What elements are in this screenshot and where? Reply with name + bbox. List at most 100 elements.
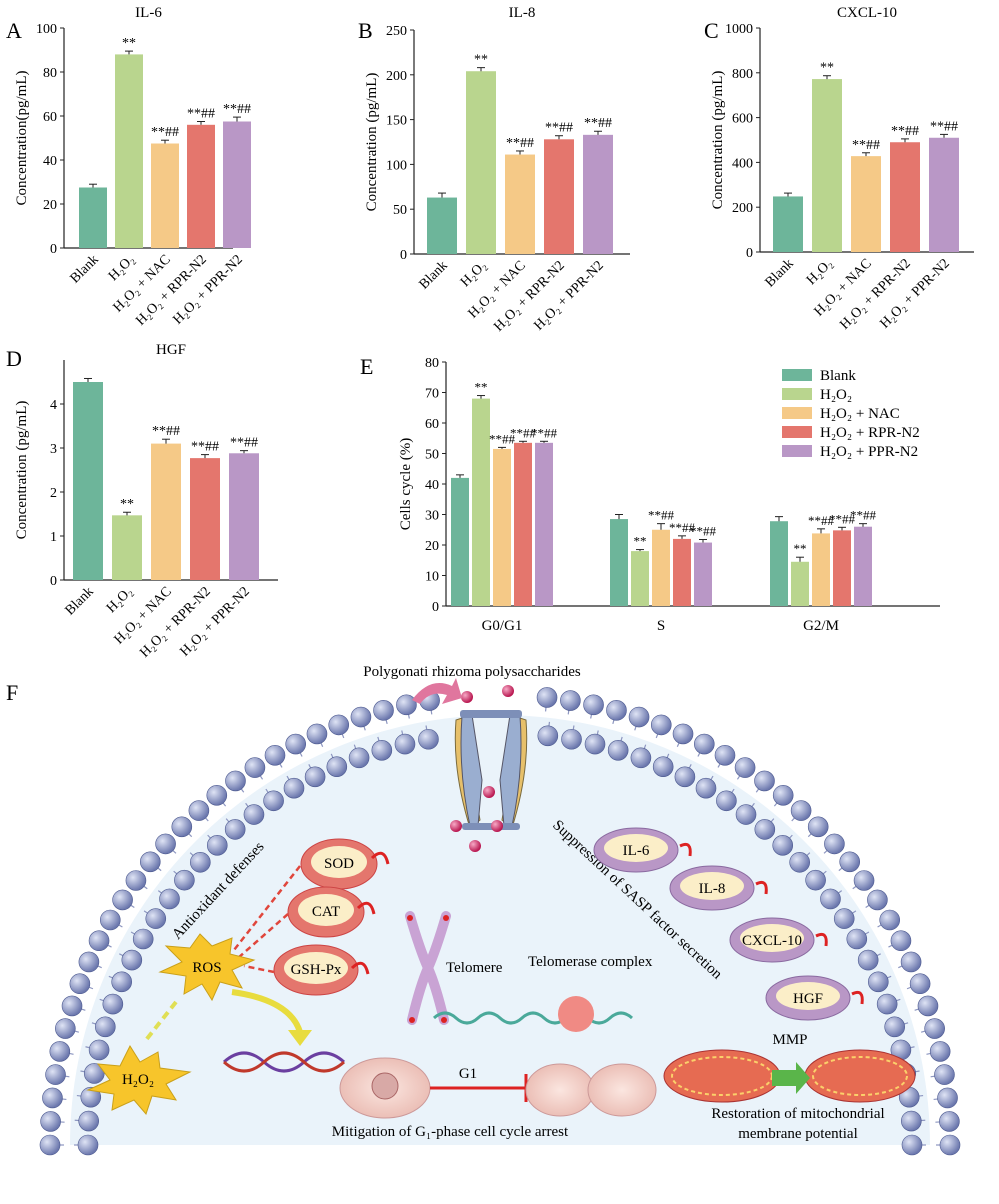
lipid-head — [283, 777, 305, 799]
lipid-head — [939, 1134, 961, 1156]
sasp-oval-inner — [680, 872, 744, 900]
y-tick-label: 800 — [732, 67, 753, 82]
y-tick-label: 20 — [425, 539, 439, 554]
lipid-head — [61, 995, 83, 1017]
lipid-head — [304, 766, 326, 788]
significance-label: **## — [930, 119, 958, 134]
bar-2-0 — [770, 521, 788, 606]
lipid-head — [853, 870, 875, 891]
lipid-head — [244, 757, 266, 778]
bar-3 — [544, 139, 574, 254]
significance-label: **## — [852, 138, 880, 153]
lipid-head — [40, 1111, 61, 1132]
sasp-factor-label: HGF — [793, 991, 823, 1007]
y-tick-label: 250 — [386, 24, 407, 39]
legend-swatch — [782, 407, 812, 419]
y-tick-label: 200 — [732, 201, 753, 216]
significance-label: ** — [120, 497, 134, 512]
lipid-head — [628, 706, 650, 728]
bar-1 — [812, 79, 842, 253]
panel-letter-d: D — [6, 346, 22, 371]
lipid-head — [225, 770, 246, 792]
bar-3 — [187, 124, 215, 248]
y-tick-label: 3 — [50, 442, 57, 457]
lipid-head — [820, 888, 841, 910]
significance-label: **## — [230, 436, 258, 451]
y-tick-label: 0 — [400, 248, 407, 263]
bar-1 — [112, 515, 142, 580]
lipid-head — [243, 804, 265, 825]
mito-caption-line2: membrane potential — [738, 1126, 858, 1142]
lipid-head — [171, 816, 193, 838]
lipid-head — [348, 747, 370, 769]
enzyme-cat: CAT — [287, 886, 376, 938]
legend-label: H₂O₂ — [820, 387, 852, 403]
lipid-head — [868, 971, 889, 993]
lipid-head — [145, 908, 167, 929]
y-axis-label: Concentration (pg/mL) — [364, 73, 380, 212]
sasp-arrow-icon — [815, 932, 828, 947]
legend-swatch — [782, 369, 812, 381]
lipid-head — [583, 694, 604, 716]
bar-4 — [929, 137, 959, 252]
lipid-head — [371, 740, 393, 761]
bar-2 — [151, 443, 181, 580]
significance-label: **## — [891, 124, 919, 139]
lipid-head — [206, 835, 228, 856]
lipid-head — [716, 790, 737, 812]
lipid-head — [77, 1134, 99, 1156]
chart-title: IL-8 — [509, 5, 536, 21]
panel-letter-c: C — [704, 18, 719, 43]
lipid-head — [328, 714, 350, 736]
ros-burst: ROS — [158, 933, 256, 1002]
lipid-head — [88, 1039, 110, 1061]
lipid-head — [900, 951, 922, 973]
lipid-head — [754, 770, 775, 792]
bar-2-2 — [812, 533, 830, 606]
sasp-factor-0: IL-6 — [593, 827, 692, 873]
sasp-oval-inner — [604, 834, 668, 862]
bar-0-0 — [451, 477, 469, 606]
lipid-head — [112, 889, 133, 911]
telomere-chromosome — [405, 911, 451, 1025]
panel-letter-b: B — [358, 18, 373, 43]
sasp-arrow-icon — [755, 880, 768, 895]
chart-title: HGF — [156, 342, 186, 358]
lipid-head — [754, 819, 776, 840]
significance-label: ** — [475, 380, 488, 395]
telomere-dna — [432, 1011, 634, 1025]
lipid-head — [121, 949, 143, 971]
bar-0-1 — [472, 398, 490, 606]
significance-label: **## — [690, 524, 717, 539]
bar-2 — [505, 154, 535, 254]
lipid-head — [772, 835, 794, 856]
x-tick-label: G0/G1 — [482, 618, 523, 634]
x-tick-label: H₂O₂ + RPR-N2 — [837, 256, 913, 332]
legend-swatch — [782, 445, 812, 457]
significance-label: **## — [829, 511, 856, 526]
x-tick-label: H₂O₂ + PPR-N2 — [877, 256, 952, 331]
lipid-head — [190, 851, 211, 873]
x-tick-label: H₂O₂ + PPR-N2 — [531, 258, 606, 333]
y-tick-label: 0 — [50, 242, 57, 257]
lipid-head — [88, 930, 110, 952]
lipid-head — [418, 728, 439, 750]
y-tick-label: 60 — [425, 417, 439, 432]
lipid-head — [807, 816, 829, 838]
lipid-head — [789, 851, 810, 873]
significance-label: **## — [191, 440, 219, 455]
lipid-head — [125, 870, 147, 891]
y-tick-label: 200 — [386, 69, 407, 84]
sasp-oval-inner — [740, 924, 804, 952]
y-tick-label: 50 — [393, 203, 407, 218]
lipid-head — [55, 1018, 76, 1039]
lipid-head — [102, 993, 124, 1015]
lipid-head — [695, 777, 717, 799]
y-tick-label: 1000 — [725, 22, 753, 37]
significance-label: ** — [634, 534, 647, 549]
y-tick-label: 70 — [425, 387, 439, 402]
svg-text:ROS: ROS — [192, 960, 221, 976]
x-tick-label: H₂O₂ + RPR-N2 — [491, 258, 567, 334]
